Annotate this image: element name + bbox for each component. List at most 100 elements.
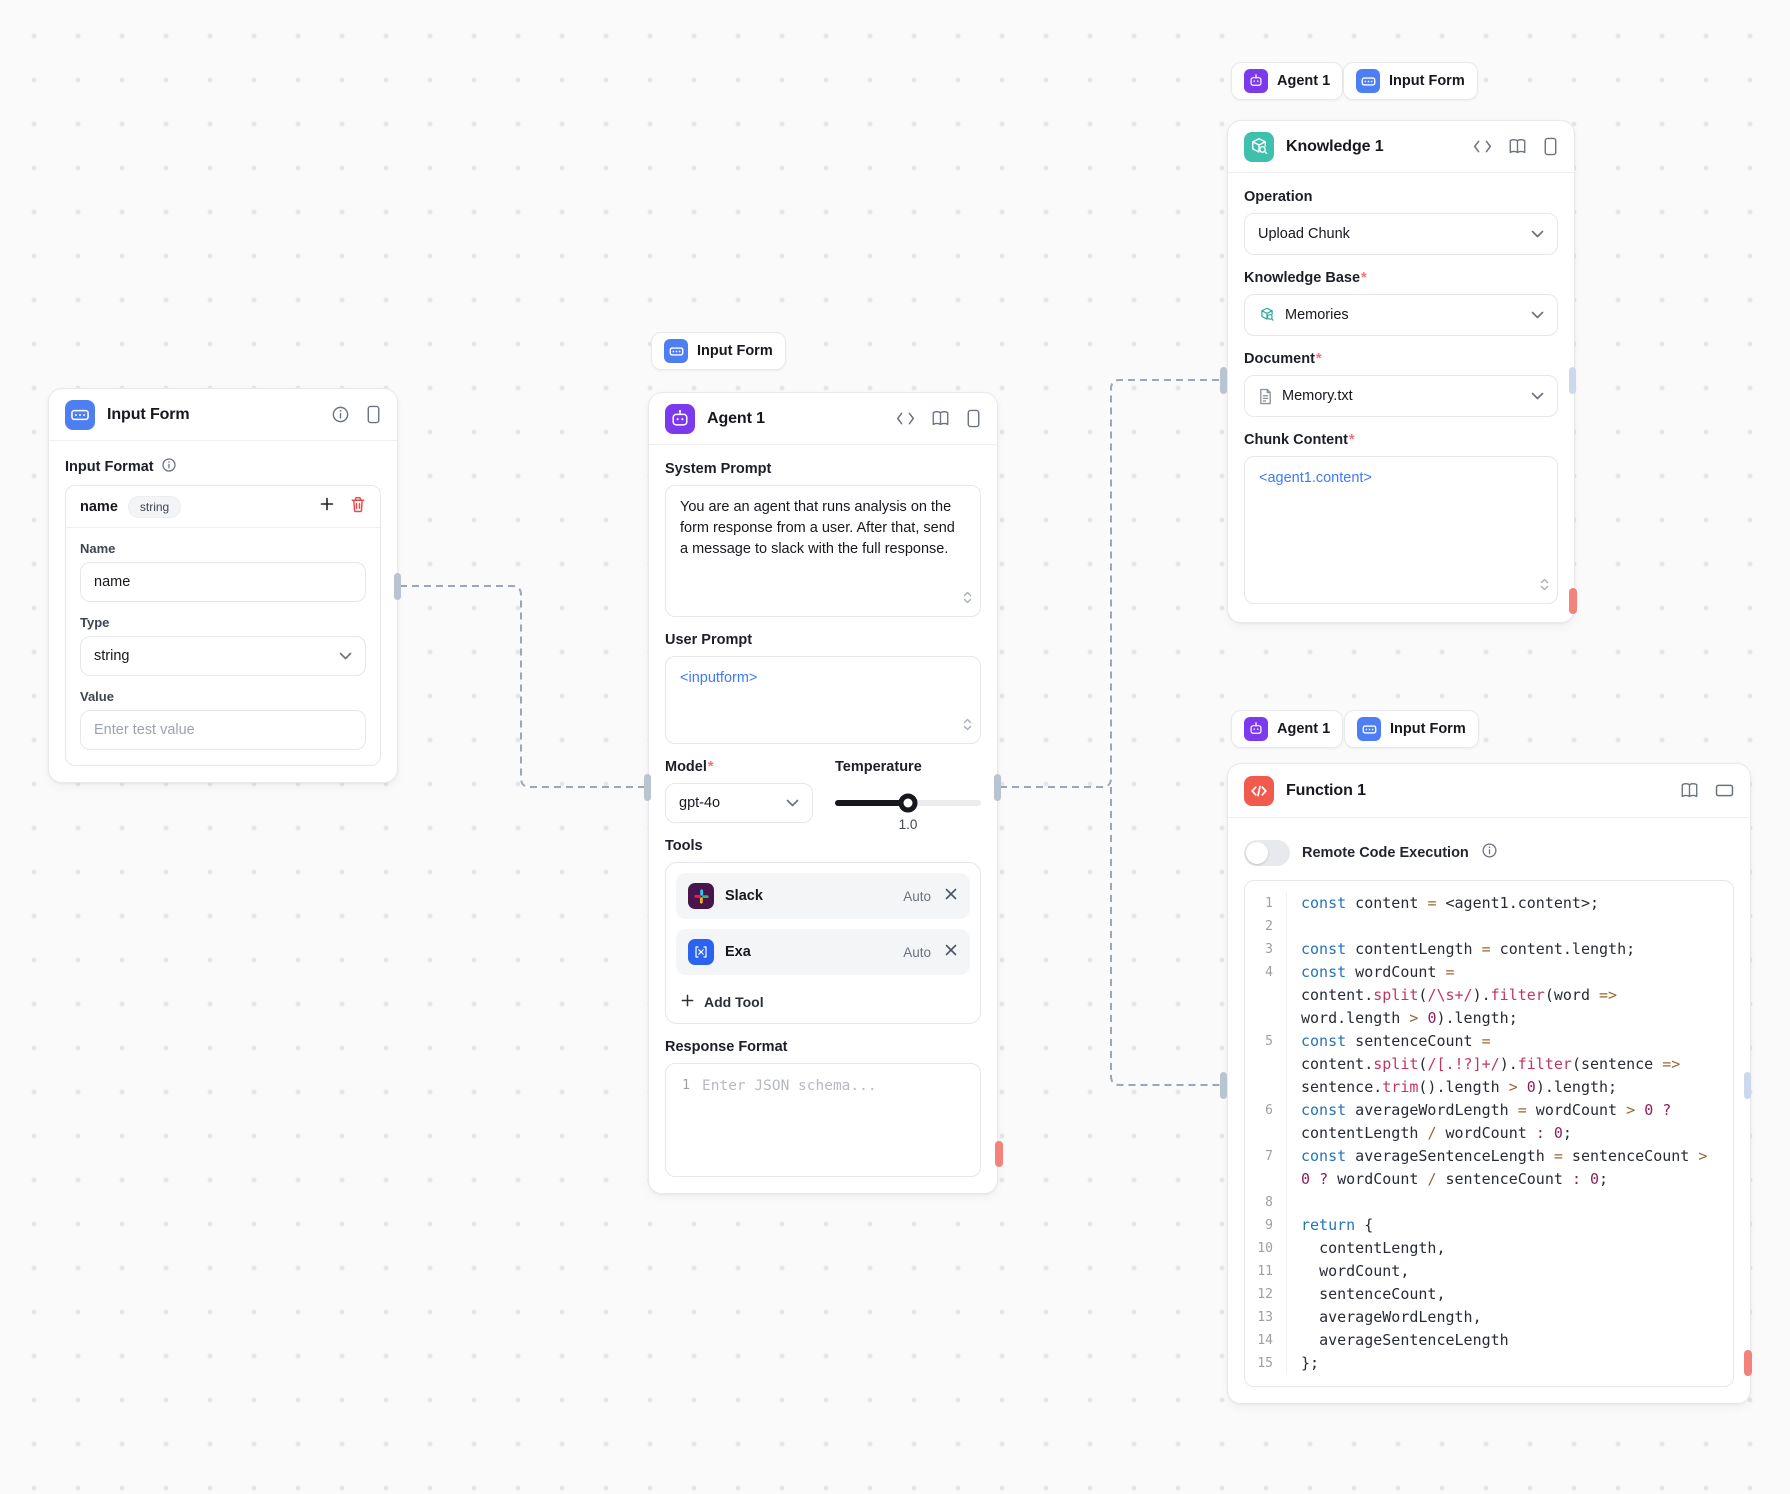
handle-agent-output[interactable] [994,774,1001,801]
chip-input-form[interactable]: Input Form [1343,62,1478,100]
book-icon[interactable] [1508,138,1527,155]
wire-agent-to-knowledge [1000,379,1222,788]
chevron-down-icon [1531,230,1544,238]
handle-function-input[interactable] [1220,1072,1227,1099]
input-form-icon [1356,69,1380,93]
wire-inputform-to-agent [400,585,646,788]
chip-agent-1[interactable]: Agent 1 [1231,62,1344,100]
operation-label: Operation [1244,189,1313,205]
input-form-icon [65,399,95,430]
phone-icon[interactable] [966,409,981,428]
info-icon[interactable] [161,457,177,477]
code-line: 13 averageWordLength, [1245,1306,1733,1329]
function-code-icon [1244,775,1274,806]
handle-function-error[interactable] [1744,1350,1752,1376]
phone-icon[interactable] [366,405,381,424]
chevron-down-icon [1531,311,1544,319]
temperature-slider[interactable]: 1.0 [835,783,981,832]
code-line: 8 [1245,1191,1733,1214]
agent-node-header[interactable]: Agent 1 [649,393,997,445]
chip-input-form[interactable]: Input Form [651,332,786,370]
tool-row-exa[interactable]: Exa Auto [676,929,970,975]
input-form-node: Input Form Input Format name string Name [48,388,398,783]
input-form-title: Input Form [107,405,190,423]
info-icon[interactable] [1481,842,1498,864]
line-number: 1 [682,1078,690,1093]
close-icon[interactable] [944,887,958,906]
close-icon[interactable] [944,943,958,962]
user-prompt-textarea[interactable]: <inputform> [665,656,981,744]
chunk-content-textarea[interactable]: <agent1.content> [1244,456,1558,604]
response-format-editor[interactable]: 1 Enter JSON schema... [665,1063,981,1177]
toggle-knob [1246,842,1268,864]
code-line: 2 [1245,915,1733,938]
response-format-label: Response Format [665,1039,788,1055]
knowledge-node-header[interactable]: Knowledge 1 [1228,121,1574,173]
input-format-label: Input Format [65,457,381,477]
handle-knowledge-error[interactable] [1569,588,1577,614]
chip-label: Input Form [1390,721,1466,737]
robot-icon [1244,69,1268,93]
tool-mode[interactable]: Auto [903,888,931,904]
input-format-card: name string Name Type string [65,485,381,766]
wire-agent-to-function [1110,787,1222,1086]
robot-icon [665,403,695,434]
book-icon[interactable] [1680,782,1699,799]
handle-agent-error[interactable] [995,1141,1003,1167]
temperature-fill [835,800,908,806]
input-form-node-header[interactable]: Input Form [49,389,397,441]
system-prompt-textarea[interactable]: You are an agent that runs analysis on t… [665,485,981,617]
window-icon[interactable] [1715,783,1734,798]
temperature-value: 1.0 [898,817,918,832]
temperature-label: Temperature [835,759,922,775]
slack-icon [688,883,714,909]
info-icon[interactable] [331,405,350,424]
code-icon[interactable] [1473,139,1492,154]
handle-knowledge-output[interactable] [1569,367,1576,394]
value-input[interactable] [80,710,366,750]
function-node-header[interactable]: Function 1 [1228,764,1750,818]
type-select[interactable]: string [80,636,366,676]
code-icon[interactable] [896,411,915,426]
name-input[interactable] [80,562,366,602]
operation-select[interactable]: Upload Chunk [1244,213,1558,255]
knowledge-node: Knowledge 1 Operation Upload Chunk Knowl… [1227,120,1575,623]
chip-label: Input Form [1389,73,1465,89]
document-select[interactable]: Memory.txt [1244,375,1558,417]
plus-icon [680,993,695,1011]
handle-function-output[interactable] [1744,1072,1751,1099]
handle-agent-input[interactable] [644,774,651,801]
add-tool-button[interactable]: Add Tool [676,985,970,1013]
chevron-down-icon [339,652,352,660]
temperature-knob[interactable] [898,793,918,813]
phone-icon[interactable] [1543,137,1558,156]
chip-agent-1[interactable]: Agent 1 [1231,710,1344,748]
code-line: 15}; [1245,1352,1733,1375]
remote-code-execution-toggle[interactable] [1244,840,1290,866]
knowledge-base-select[interactable]: Memories [1244,294,1558,336]
tool-mode[interactable]: Auto [903,944,931,960]
resize-handle-icon[interactable] [962,717,973,738]
chevron-down-icon [1531,392,1544,400]
handle-inputform-output[interactable] [394,573,401,600]
model-select[interactable]: gpt-4o [665,783,813,823]
chip-label: Agent 1 [1277,73,1331,89]
delete-field-button[interactable] [350,496,366,518]
chevron-down-icon [786,799,799,807]
book-icon[interactable] [931,410,950,427]
add-field-button[interactable] [319,496,335,517]
resize-handle-icon[interactable] [962,590,973,611]
agent-title: Agent 1 [707,409,765,427]
response-format-placeholder: Enter JSON schema... [702,1078,877,1094]
handle-knowledge-input[interactable] [1220,367,1227,394]
tool-row-slack[interactable]: Slack Auto [676,873,970,919]
system-prompt-label: System Prompt [665,461,772,477]
resize-handle-icon[interactable] [1539,577,1550,598]
chip-input-form[interactable]: Input Form [1344,710,1479,748]
